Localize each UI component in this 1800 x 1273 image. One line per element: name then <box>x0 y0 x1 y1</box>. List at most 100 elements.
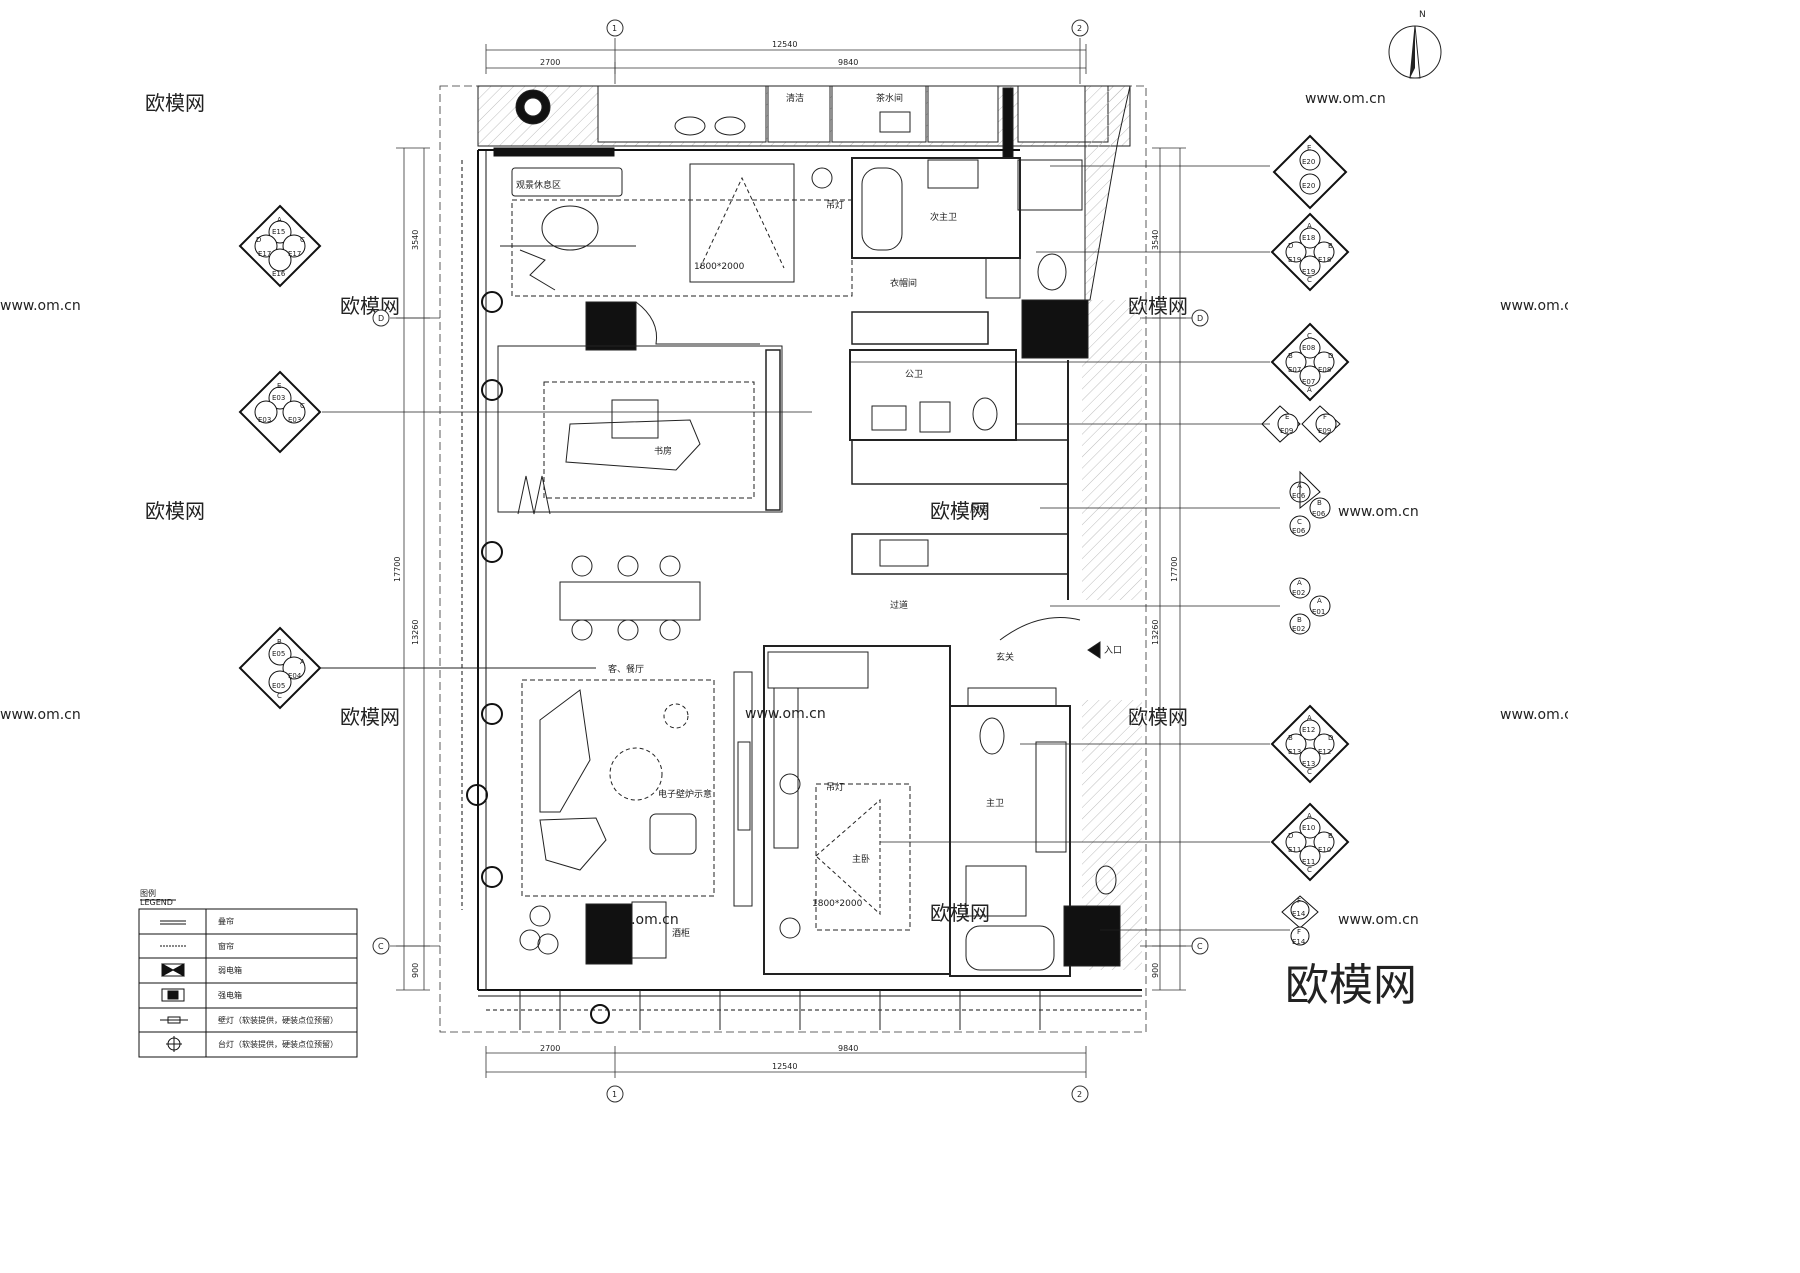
room-label-shufang: 书房 <box>654 445 672 457</box>
tag-letter: E <box>277 382 281 390</box>
tag-code: E02 <box>1292 625 1305 633</box>
elevation-tag: A D B C E10 E11 E10 E11 <box>1270 802 1350 882</box>
tag-code: E18 <box>1302 234 1315 242</box>
room-label-jiugui: 酒柜 <box>672 927 690 939</box>
tag-letter: A <box>1307 714 1312 722</box>
watermark-url: www.om.cn <box>0 298 81 314</box>
kitchen <box>851 360 1069 600</box>
tag-code: E14 <box>1292 938 1306 946</box>
legend-item: 弱电箱 <box>218 965 242 975</box>
tag-code: E20 <box>1302 158 1315 166</box>
tag-letter: E <box>1307 144 1311 152</box>
tag-letter: C <box>1307 276 1312 284</box>
room-label-guanjing: 观景休息区 <box>516 179 561 191</box>
room-label-xuanguan: 玄关 <box>996 651 1014 663</box>
watermark-url: www.om.cn <box>1500 707 1568 723</box>
room-label-qingjie: 清洁 <box>786 92 804 104</box>
tag-code: E02 <box>1292 589 1305 597</box>
elevation-tag: E F E09 E09 <box>1261 405 1341 443</box>
top-dimensions <box>485 38 1087 84</box>
bed-size-b: 1800*2000 <box>812 899 863 909</box>
elevation-tag: A B C E06 E06 E06 <box>1289 470 1331 537</box>
legend-title: 图例 <box>140 888 156 898</box>
service-corridor <box>1082 300 1142 600</box>
tag-letter: D <box>1328 734 1333 742</box>
tag-letter: D <box>256 236 261 244</box>
tag-letter: E <box>1285 413 1289 421</box>
elevation-tag: B A C E05 E04 E05 <box>238 626 322 710</box>
top-service-strip <box>477 85 1131 159</box>
elevation-tag: A A B E02 E01 E02 <box>1289 577 1331 635</box>
tag-code: E09 <box>1280 427 1293 435</box>
north-arrow: N <box>1388 10 1442 79</box>
tag-letter: C <box>1297 518 1302 526</box>
columns <box>466 291 610 1024</box>
tag-code: E07 <box>1288 366 1301 374</box>
tag-code: E10 <box>1302 824 1315 832</box>
legend-item: 强电箱 <box>218 990 242 1000</box>
elevation-tag: A B D C E12 E13 E12 E13 <box>1270 704 1350 784</box>
tag-code: E17 <box>258 250 271 258</box>
entry <box>967 617 1101 707</box>
tag-code: E10 <box>1318 846 1331 854</box>
tag-code: E04 <box>288 672 302 680</box>
callout-leaders <box>322 165 1290 931</box>
axis-top-2: 2 <box>1077 24 1082 33</box>
living-room <box>521 671 753 907</box>
watermark-brand: 欧模网 <box>145 499 205 523</box>
tag-letter: A <box>1297 579 1302 587</box>
tag-code: E09 <box>1318 427 1331 435</box>
dim-bottom-right: 9840 <box>838 1044 858 1053</box>
grid-axis-bubble <box>606 19 624 37</box>
wardrobe <box>851 311 989 345</box>
dim-right-upper: 3540 <box>1151 230 1160 250</box>
watermark-big: 欧模网 <box>1285 960 1417 1011</box>
elevation-tag: E C E03 E03 E03 <box>238 370 322 454</box>
tag-code: E16 <box>272 270 286 278</box>
grid-axis-bubble <box>1191 309 1209 327</box>
tag-code: E01 <box>1312 608 1325 616</box>
room-label-gongwei: 公卫 <box>905 369 923 380</box>
master-bedroom <box>763 645 951 975</box>
tag-letter: C <box>300 236 305 244</box>
tag-letter: C <box>1307 768 1312 776</box>
axis-bottom-2: 2 <box>1077 1090 1082 1099</box>
watermark-url: www.om.cn <box>1338 504 1419 520</box>
watermark-brand: 欧模网 <box>340 705 400 729</box>
watermark-url: www.om.cn <box>1305 91 1386 107</box>
tag-code: E06 <box>1312 510 1326 518</box>
tag-letter: C <box>1307 332 1312 340</box>
legend-subtitle: LEGEND <box>140 898 173 907</box>
grid-axis-bubble <box>1191 937 1209 955</box>
elevation-tag: F E14 F E14 <box>1281 895 1319 946</box>
tag-code: E07 <box>1302 378 1315 386</box>
north-label: N <box>1419 10 1426 20</box>
dim-top-right: 9840 <box>838 58 858 67</box>
legend-item: 壁灯（软装提供，硬装点位预留） <box>218 1015 338 1025</box>
tag-code: E14 <box>1292 910 1306 918</box>
room-label-dengB: 吊灯 <box>826 782 844 793</box>
right-dimensions <box>1140 147 1192 991</box>
axis-bottom-1: 1 <box>612 1090 617 1099</box>
tag-code: E15 <box>272 228 285 236</box>
tag-letter: F <box>1297 897 1301 905</box>
tag-letter: B <box>1317 499 1322 507</box>
tag-code: E06 <box>1292 492 1306 500</box>
dim-bottom-total: 12540 <box>772 1062 797 1071</box>
tag-letter: A <box>1317 597 1322 605</box>
tag-letter: A <box>1307 812 1312 820</box>
tag-code: E06 <box>1292 527 1306 535</box>
tag-code: E12 <box>1318 748 1331 756</box>
watermark-url: www.om.cn <box>0 707 81 723</box>
legend-item: 叠帘 <box>218 916 234 926</box>
tag-code: E05 <box>272 650 285 658</box>
tag-letter: A <box>1307 386 1312 394</box>
tag-letter: B <box>1288 352 1293 360</box>
bottom-window-strip <box>519 990 1041 1030</box>
watermark-brand: 欧模网 <box>340 294 400 318</box>
tag-code: E12 <box>1302 726 1315 734</box>
study <box>497 345 783 515</box>
tag-code: E03 <box>272 394 285 402</box>
service-shaft <box>1084 85 1131 301</box>
room-label-dianzi: 电子壁炉示意 <box>658 788 712 800</box>
